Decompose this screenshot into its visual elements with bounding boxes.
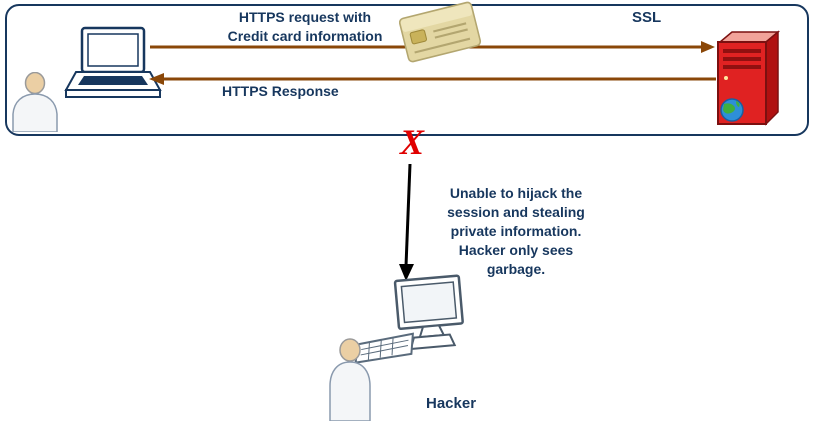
hacker-icon <box>329 338 371 421</box>
laptop-icon <box>64 26 162 98</box>
https-response-label: HTTPS Response <box>222 83 339 99</box>
blocked-x-mark: X <box>399 122 424 162</box>
server-icon <box>717 30 781 126</box>
ssl-label: SSL <box>632 9 662 26</box>
hijack-message: Unable to hijack the session and stealin… <box>447 185 585 277</box>
keyboard-icon <box>354 332 414 364</box>
https-response-arrow <box>149 73 716 85</box>
monitor-icon <box>393 274 464 351</box>
credit-card-icon <box>398 1 482 63</box>
hacker-label: Hacker <box>426 395 477 412</box>
user-icon <box>12 72 58 132</box>
down-arrow <box>399 164 414 281</box>
https-request-label: HTTPS request with Credit card informati… <box>227 9 383 44</box>
